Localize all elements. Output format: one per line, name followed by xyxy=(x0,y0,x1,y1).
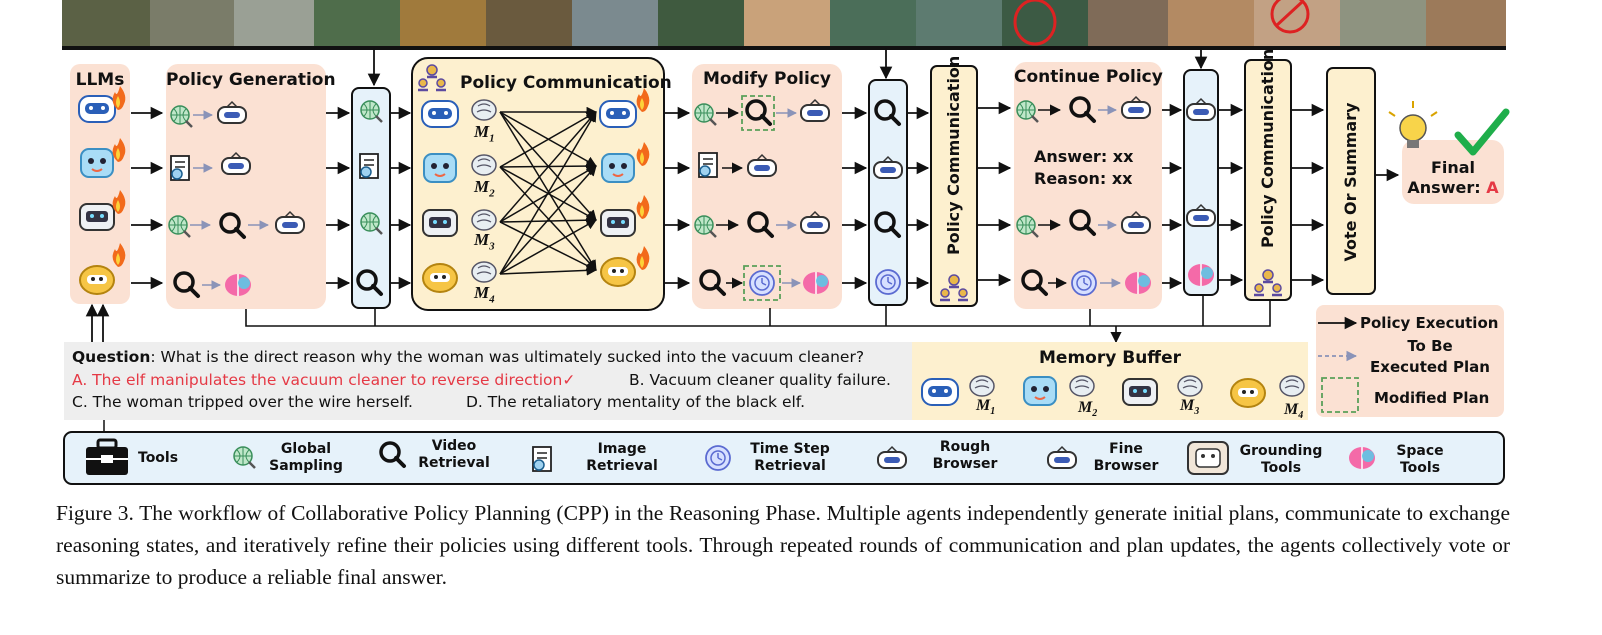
final-answer-box xyxy=(1402,140,1504,204)
memory-connectors xyxy=(245,295,1271,344)
buffer-memory-label-2: M2 xyxy=(1078,399,1098,420)
vote-or-summary-box xyxy=(1326,67,1376,295)
final-label: Final xyxy=(1430,158,1476,177)
key-modified-plan: Modified Plan xyxy=(1374,389,1490,407)
time-step-retrieval-icon xyxy=(705,445,731,471)
option-c: C. The woman tripped over the wire herse… xyxy=(72,393,413,411)
retrieval-column-2 xyxy=(868,79,908,306)
continue-policy-title: Continue Policy xyxy=(1014,67,1163,87)
image-retrieval-icon xyxy=(532,446,552,472)
answer-reason-text: Answer: xx Reason: xx xyxy=(1034,146,1133,190)
continue-policy-rows xyxy=(1015,96,1152,296)
modify-policy-title: Modify Policy xyxy=(703,69,831,89)
option-d: D. The retaliatory mentality of the blac… xyxy=(466,393,806,411)
key-to-be-line1: To Be xyxy=(1407,337,1453,355)
arrows-llm-to-generation xyxy=(131,106,164,290)
option-b: B. Vacuum cleaner quality failure. xyxy=(629,371,891,389)
policy-communication-vertical-2: Policy Communication xyxy=(1258,48,1277,248)
question-line: Question: What is the direct reason why … xyxy=(72,348,864,366)
grounding-tools-icon xyxy=(1187,441,1229,475)
policy-generation-title: Policy Generation xyxy=(166,70,336,90)
communication-cross-links xyxy=(499,106,598,276)
buffer-memory-label-3: M3 xyxy=(1180,397,1200,418)
key-to-be-executed: To Be Executed Plan xyxy=(1360,336,1500,378)
policy-generation-panel xyxy=(166,64,326,309)
comm-memory-label-4: M4 xyxy=(474,283,495,306)
video-frames-strip xyxy=(62,0,1506,50)
final-answer-value: A xyxy=(1486,178,1499,197)
comm-memory-label-2: M2 xyxy=(474,177,495,200)
key-to-be-line2: Executed Plan xyxy=(1370,358,1490,376)
answer-line: Answer: xx xyxy=(1034,147,1134,166)
question-label: Question xyxy=(72,348,151,366)
vote-or-summary-label: Vote Or Summary xyxy=(1341,102,1360,262)
llms-label: LLMs xyxy=(75,70,125,90)
workflow-diagram xyxy=(62,0,1510,485)
continue-policy-panel xyxy=(1014,62,1162,309)
policy-communication-box-1 xyxy=(930,65,978,307)
question-text: : What is the direct reason why the woma… xyxy=(150,348,865,366)
legend-label-tools: Tools xyxy=(138,450,179,466)
policy-communication-title: Policy Communication xyxy=(460,73,672,93)
final-answer-text: Final Answer: A xyxy=(1402,158,1504,198)
figure-caption: Figure 3. The workflow of Collaborative … xyxy=(56,501,1510,589)
policy-communication-box-2 xyxy=(1244,59,1292,301)
reason-line: Reason: xx xyxy=(1034,169,1133,188)
buffer-memory-label-1: M1 xyxy=(976,397,996,418)
policy-generation-rows xyxy=(167,101,305,298)
checkmark-icon xyxy=(1454,108,1510,156)
modify-policy-panel xyxy=(692,64,842,309)
retrieval-column-3 xyxy=(1183,69,1219,296)
policy-communication-vertical-1: Policy Communication xyxy=(944,55,963,255)
space-tools-icon xyxy=(1348,446,1376,470)
llms-panel xyxy=(70,64,130,304)
lightbulb-icon xyxy=(1388,101,1438,148)
plan-key-box xyxy=(1316,305,1504,417)
toolbox-icon xyxy=(86,438,128,475)
final-answer-prefix: Answer: xyxy=(1407,178,1487,197)
comm-memory-label-1: M1 xyxy=(474,122,495,145)
final-answer-line: Answer: A xyxy=(1402,178,1504,198)
memory-buffer-title: Memory Buffer xyxy=(1039,348,1181,368)
comm-memory-label-3: M3 xyxy=(474,230,495,253)
option-a: A. The elf manipulates the vacuum cleane… xyxy=(72,371,576,389)
tools-legend-bar xyxy=(63,431,1505,485)
question-box xyxy=(64,342,912,420)
modify-policy-rows xyxy=(693,95,830,301)
retrieval-column-1 xyxy=(351,87,391,309)
buffer-memory-label-4: M4 xyxy=(1284,401,1304,422)
key-policy-execution: Policy Execution xyxy=(1360,314,1499,332)
